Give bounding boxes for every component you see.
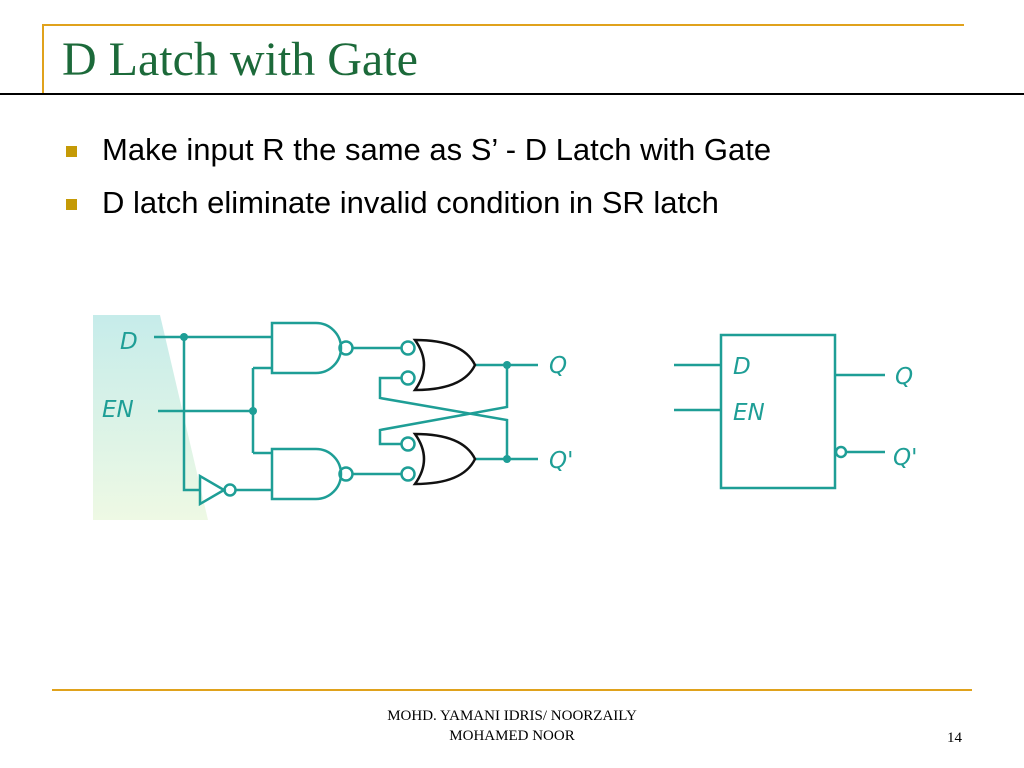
d-branch-wire bbox=[182, 337, 200, 492]
symbol-d-pin-label: D bbox=[733, 354, 751, 380]
title-underline bbox=[0, 93, 1024, 95]
square-bullet-icon bbox=[66, 199, 77, 210]
bullet-item: D latch eliminate invalid condition in S… bbox=[62, 181, 771, 234]
inverter-bubble bbox=[223, 483, 237, 497]
lower-or-gate bbox=[412, 432, 477, 486]
d-latch-symbol: D EN Q Q' bbox=[674, 333, 917, 490]
upper-latch-bubble-bottom bbox=[400, 370, 416, 386]
d-junction-dot bbox=[180, 333, 188, 341]
lower-nand-gate bbox=[270, 447, 343, 501]
upper-nand-bubble bbox=[338, 340, 354, 356]
latch-symbol-box bbox=[719, 333, 837, 490]
title-frame-top-rule bbox=[42, 24, 964, 26]
lower-latch-bubble-bottom bbox=[400, 466, 416, 482]
lower-latch-bubble-top bbox=[400, 436, 416, 452]
symbol-q-not-output-label: Q' bbox=[893, 445, 917, 471]
symbol-en-pin-label: EN bbox=[733, 400, 765, 426]
feedback-wire-q bbox=[378, 365, 509, 446]
upper-or-gate bbox=[412, 338, 477, 392]
q-output-label: Q bbox=[549, 353, 567, 379]
feedback-wire-q-not bbox=[378, 376, 509, 459]
page-number: 14 bbox=[947, 730, 962, 746]
bullet-text: D latch eliminate invalid condition in S… bbox=[102, 185, 719, 220]
upper-nand-gate bbox=[270, 321, 343, 375]
d-input-label: D bbox=[120, 329, 138, 355]
input-highlight bbox=[93, 315, 208, 520]
q-not-output-label: Q' bbox=[549, 448, 573, 474]
bullet-list: Make input R the same as S’ - D Latch wi… bbox=[62, 128, 771, 234]
bullet-item: Make input R the same as S’ - D Latch wi… bbox=[62, 128, 771, 181]
square-bullet-icon bbox=[66, 146, 77, 157]
slide-title: D Latch with Gate bbox=[62, 33, 418, 86]
footer-rule bbox=[52, 689, 972, 691]
bullet-text: Make input R the same as S’ - D Latch wi… bbox=[102, 132, 772, 167]
q-junction-dot bbox=[503, 361, 511, 369]
footer-credit-line-2: MOHAMED NOOR bbox=[449, 728, 575, 744]
symbol-inverted-output-bubble bbox=[834, 445, 848, 459]
en-junction-dot bbox=[249, 407, 257, 415]
footer-credit: MOHD. YAMANI IDRIS/ NOORZAILY MOHAMED NO… bbox=[312, 706, 712, 746]
footer-credit-line-1: MOHD. YAMANI IDRIS/ NOORZAILY bbox=[387, 708, 637, 724]
q-not-junction-dot bbox=[503, 455, 511, 463]
title-frame-left-rule bbox=[42, 24, 44, 94]
inverter-gate bbox=[198, 473, 227, 507]
symbol-q-output-label: Q bbox=[895, 364, 913, 390]
lower-nand-bubble bbox=[338, 466, 354, 482]
en-input-label: EN bbox=[102, 397, 134, 423]
d-latch-diagram: D EN Q Q' D EN Q Q' bbox=[93, 315, 917, 520]
gated-d-latch-circuit: D EN Q Q' bbox=[93, 315, 573, 520]
upper-latch-bubble-top bbox=[400, 340, 416, 356]
